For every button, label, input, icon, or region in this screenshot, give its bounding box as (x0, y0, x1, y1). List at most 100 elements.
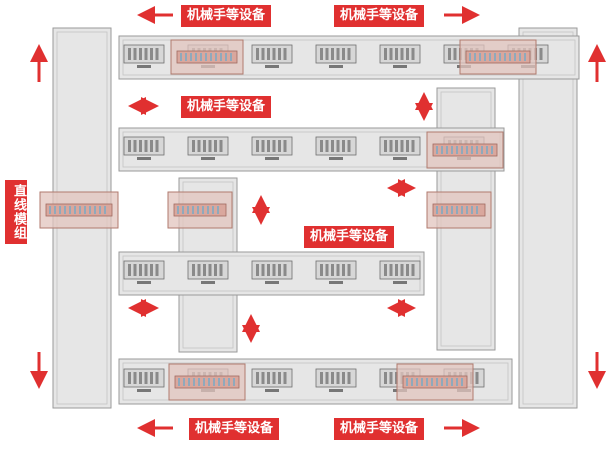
module-slot (144, 264, 148, 276)
module-foot (137, 281, 151, 284)
carrier-slot (494, 53, 496, 61)
carrier-slot (416, 378, 418, 386)
carrier-slot (183, 378, 185, 386)
carrier-slot (197, 206, 199, 214)
carrier-slot (198, 378, 200, 386)
carrier-slot (446, 206, 448, 214)
carrier-slot (479, 53, 481, 61)
carrier-slot (79, 206, 81, 214)
module-slot (389, 140, 393, 152)
equipment-label-mid: 机械手等设备 (304, 226, 395, 248)
carrier-slot (406, 378, 408, 386)
carrier-slot (466, 206, 468, 214)
module-slot (203, 140, 206, 152)
module-foot (265, 281, 279, 284)
module-slot (539, 48, 543, 60)
module-foot (329, 281, 343, 284)
module-slot (272, 264, 276, 276)
module-slot (128, 264, 131, 276)
module-slot (411, 48, 415, 60)
carrier-slot (177, 206, 179, 214)
module-foot (265, 157, 279, 160)
module-foot (393, 65, 407, 68)
module-slot (219, 264, 223, 276)
carrier-slot (486, 146, 488, 154)
carrier-slot (74, 206, 76, 214)
module-slot (336, 372, 340, 384)
module-slot (267, 372, 270, 384)
module-slot (342, 48, 345, 60)
module-slot (320, 372, 323, 384)
workstation-module (187, 136, 229, 160)
carrier-slot (451, 378, 453, 386)
transfer-carrier (168, 363, 246, 401)
transfer-carrier (426, 191, 492, 229)
module-slot (389, 372, 393, 384)
workstation-module (315, 368, 357, 392)
transfer-carrier (459, 39, 537, 75)
module-slot (272, 140, 276, 152)
workstation-module (379, 44, 421, 68)
carrier-slot (207, 206, 209, 214)
module-slot (347, 48, 351, 60)
conveyor-track-inner (522, 31, 574, 405)
carrier-slot (441, 206, 443, 214)
carrier-slot (69, 206, 71, 214)
module-slot (267, 140, 270, 152)
module-foot (265, 389, 279, 392)
linear-module-label: 直线模组 (5, 180, 27, 244)
module-slot (197, 140, 201, 152)
carrier-slot (218, 378, 220, 386)
carrier-slot (99, 206, 101, 214)
carrier-slot (456, 146, 458, 154)
module-slot (133, 48, 137, 60)
module-slot (331, 372, 334, 384)
carrier-slot (192, 206, 194, 214)
carrier-slot (217, 206, 219, 214)
module-slot (144, 48, 148, 60)
module-slot (133, 264, 137, 276)
module-foot (137, 389, 151, 392)
transfer-carrier (39, 191, 119, 229)
module-slot (283, 372, 287, 384)
workstation-module (315, 44, 357, 68)
carrier-slot (210, 53, 212, 61)
module-slot (139, 372, 142, 384)
module-slot (342, 264, 345, 276)
carrier-slot (104, 206, 106, 214)
carrier-slot (466, 146, 468, 154)
carrier-slot (491, 146, 493, 154)
carrier-slot (456, 378, 458, 386)
carrier-slot (471, 206, 473, 214)
carrier-slot (456, 206, 458, 214)
carrier-slot (84, 206, 86, 214)
module-slot (283, 140, 287, 152)
carrier-slot (509, 53, 511, 61)
transfer-carrier (170, 39, 244, 75)
carrier-slot (215, 53, 217, 61)
module-slot (400, 264, 404, 276)
module-slot (406, 264, 409, 276)
module-slot (278, 372, 281, 384)
carrier-slot (195, 53, 197, 61)
carrier-slot (436, 146, 438, 154)
equipment-label-bottom-right: 机械手等设备 (334, 418, 425, 440)
carrier-slot (187, 206, 189, 214)
carrier-slot (476, 146, 478, 154)
workstation-module (379, 260, 421, 284)
module-slot (150, 264, 153, 276)
workstation-module (123, 368, 165, 392)
module-slot (384, 140, 387, 152)
carrier-slot (451, 146, 453, 154)
carrier-slot (200, 53, 202, 61)
module-slot (278, 140, 281, 152)
module-slot (128, 140, 131, 152)
workstation-module (251, 260, 293, 284)
module-slot (155, 48, 159, 60)
module-slot (208, 264, 212, 276)
module-foot (137, 65, 151, 68)
carrier-slot (203, 378, 205, 386)
carrier-slot (213, 378, 215, 386)
module-slot (448, 48, 451, 60)
